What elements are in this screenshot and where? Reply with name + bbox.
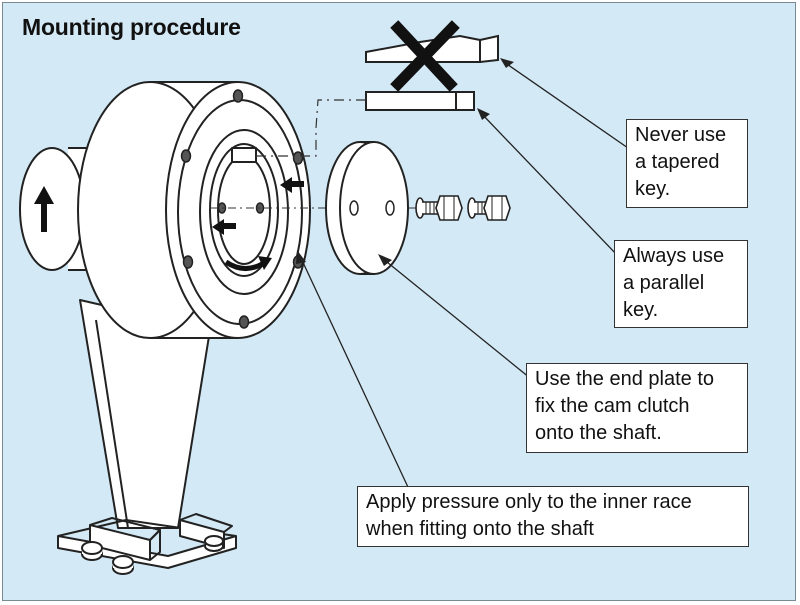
direction-arrow-icon bbox=[212, 219, 236, 235]
callout-line: fix the cam clutch bbox=[535, 395, 690, 417]
rotation-arrow-icon bbox=[224, 256, 272, 271]
flange-face bbox=[165, 81, 311, 339]
callout-line: when fitting onto the shaft bbox=[366, 518, 594, 540]
callout-line: a parallel bbox=[623, 272, 705, 294]
leader-line-parallel bbox=[479, 111, 619, 257]
washer-bolt bbox=[415, 195, 463, 221]
base-bolt bbox=[204, 535, 224, 552]
leader-line-end-plate bbox=[381, 257, 531, 379]
callout-inner-race: Apply pressure only to the inner race wh… bbox=[357, 486, 749, 547]
base-bolt bbox=[112, 555, 134, 575]
flange-bolt-hole bbox=[232, 89, 244, 103]
callout-line: Never use bbox=[635, 124, 727, 146]
keyway bbox=[231, 147, 257, 163]
parallel-key bbox=[365, 91, 475, 111]
flange-bolt-hole bbox=[180, 149, 192, 163]
flange-bolt-hole bbox=[238, 315, 250, 329]
leader-line-inner-race bbox=[299, 255, 415, 501]
base-bolt bbox=[81, 541, 103, 561]
page-title: Mounting procedure bbox=[22, 14, 241, 40]
washer-bolt bbox=[467, 195, 511, 221]
flange-bolt-hole bbox=[182, 255, 194, 269]
direction-arrow-icon bbox=[280, 177, 304, 193]
cross-mark-icon bbox=[390, 20, 460, 92]
support-bracket bbox=[57, 299, 237, 569]
callout-tapered-key: Never use a tapered key. bbox=[626, 119, 748, 208]
callout-line: a tapered bbox=[635, 151, 720, 173]
callout-line: onto the shaft. bbox=[535, 422, 662, 444]
leader-line-tapered bbox=[503, 61, 629, 149]
flange-bolt-hole bbox=[292, 151, 304, 165]
callout-line: key. bbox=[623, 299, 659, 321]
callout-end-plate: Use the end plate to fix the cam clutch … bbox=[526, 363, 748, 453]
callout-parallel-key: Always use a parallel key. bbox=[614, 240, 748, 328]
callout-line: Apply pressure only to the inner race bbox=[366, 491, 692, 513]
callout-line: key. bbox=[635, 178, 671, 200]
key-leader-line bbox=[256, 99, 366, 157]
callout-line: Always use bbox=[623, 245, 725, 267]
rotation-arrow-icon bbox=[34, 186, 54, 232]
callout-line: Use the end plate to bbox=[535, 368, 715, 390]
end-plate bbox=[325, 141, 409, 275]
